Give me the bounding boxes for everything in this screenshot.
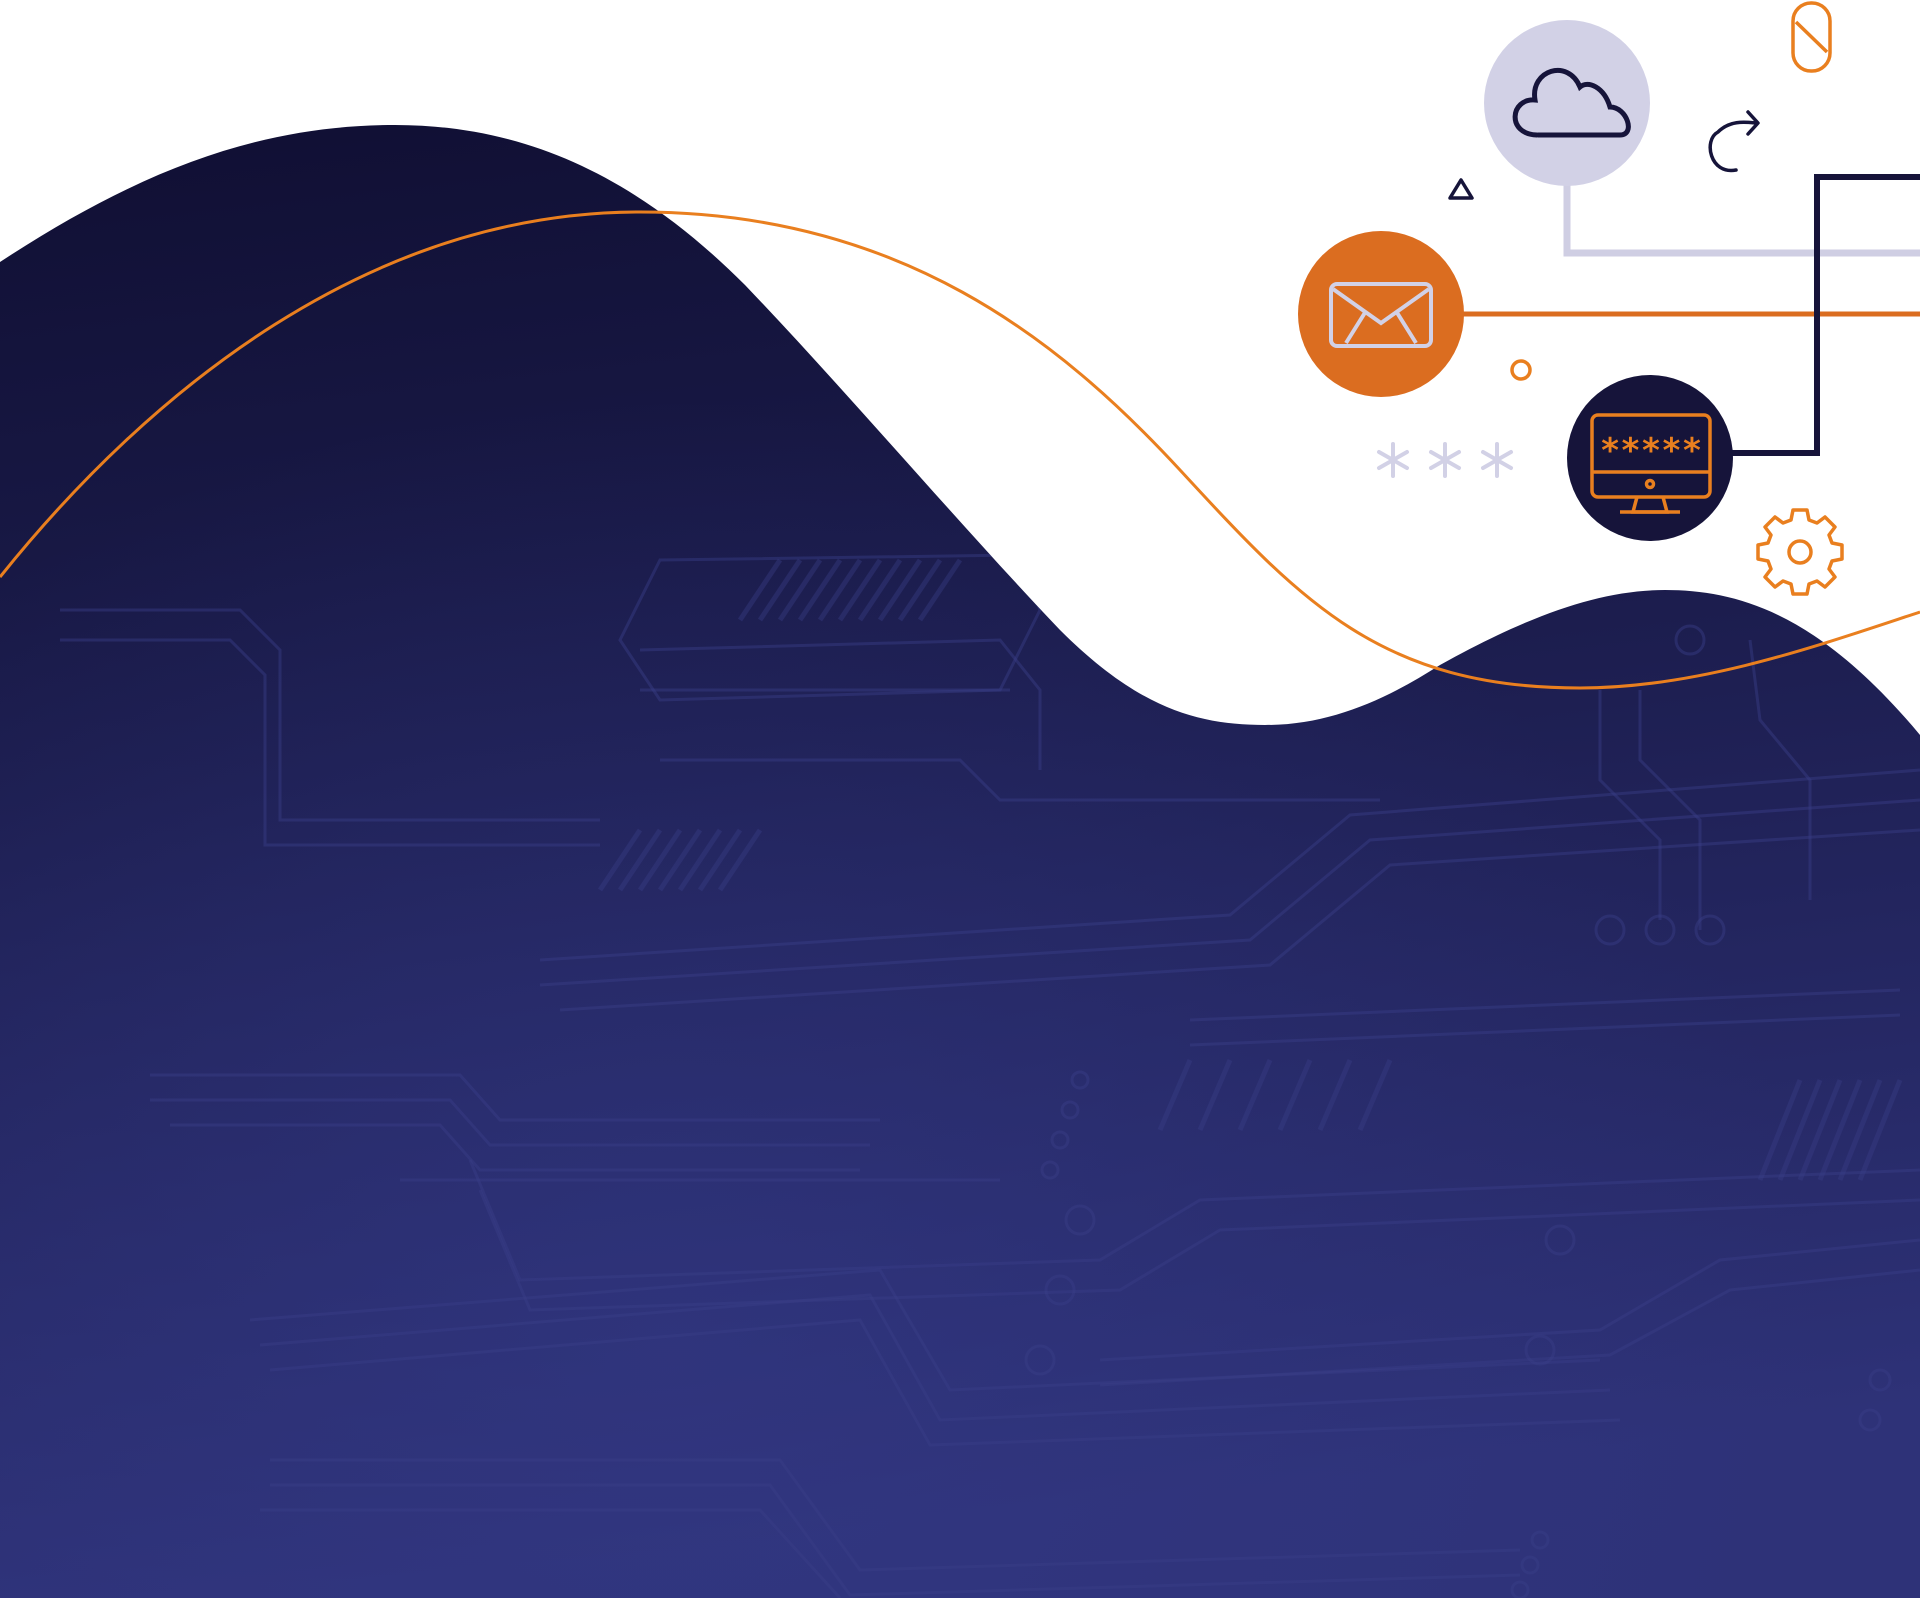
gear-icon: [1756, 508, 1844, 596]
cloud-icon: [1512, 68, 1631, 138]
cloud-node: [1484, 20, 1650, 186]
ring-icon: [1510, 359, 1532, 381]
password-mask: *****: [1600, 431, 1702, 471]
email-node: [1298, 231, 1464, 397]
password-node: *****: [1567, 375, 1733, 541]
pill-icon: [1791, 1, 1832, 73]
orange-curve-line: [0, 210, 1920, 690]
password-monitor-icon: [1590, 413, 1712, 514]
circuit-pattern: [60, 553, 1920, 1598]
triangle-icon: [1448, 178, 1474, 200]
asterisks-icon: [1377, 442, 1513, 478]
envelope-icon: [1329, 282, 1433, 348]
connector-lines: [1462, 174, 1920, 456]
redo-arrow-icon: [1708, 110, 1760, 173]
